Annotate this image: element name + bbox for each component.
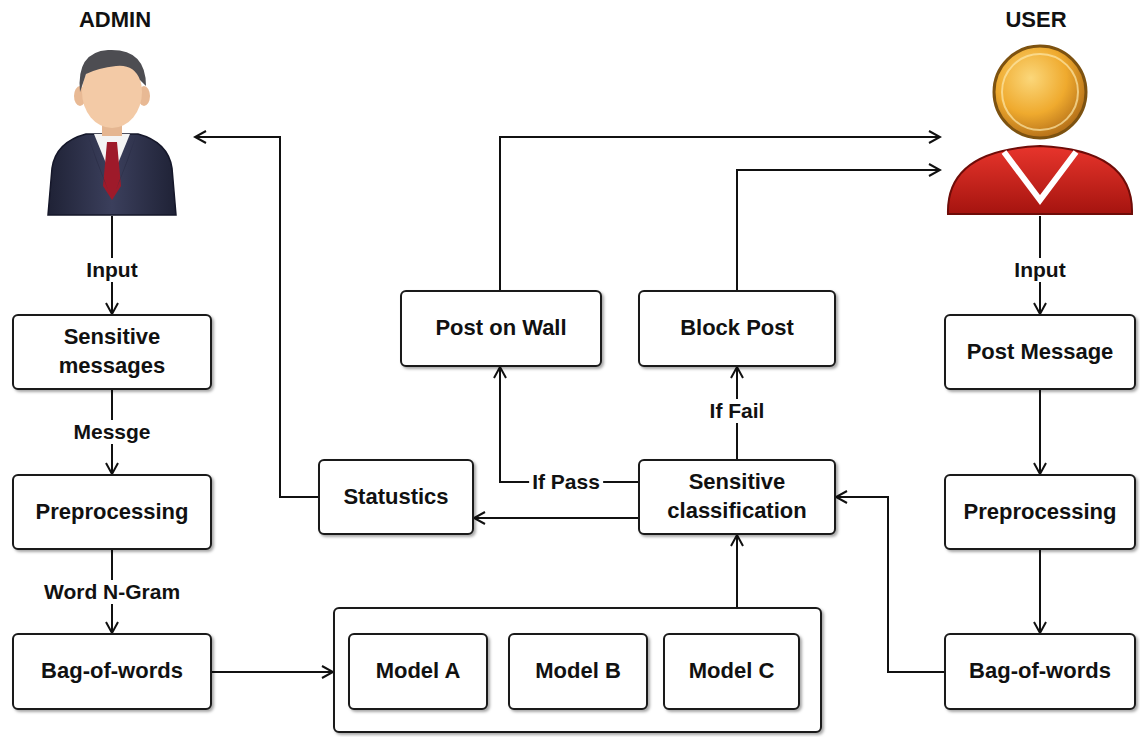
- action-box: Block Post: [638, 290, 836, 367]
- action-box: Post on Wall: [400, 290, 602, 367]
- box-label: Sensitive classification: [646, 468, 828, 525]
- box-label: Bag-of-words: [969, 657, 1111, 686]
- edge-label: If Pass: [529, 470, 603, 494]
- box-label: Bag-of-words: [41, 657, 183, 686]
- box-label: Model B: [535, 657, 621, 686]
- flow-arrow: [836, 497, 944, 672]
- flow-arrow: [737, 170, 940, 290]
- flow-arrow: [212, 671, 333, 673]
- box-label: Model A: [376, 657, 461, 686]
- process-box: Post Message: [944, 314, 1136, 390]
- flow-arrow: [1039, 390, 1041, 474]
- box-label: Post on Wall: [435, 314, 566, 343]
- box-label: Post Message: [967, 338, 1114, 367]
- model-box: Model C: [663, 633, 800, 710]
- actor-heading: ADMIN: [79, 6, 151, 35]
- edge-label: Input: [83, 258, 140, 282]
- box-label: Sensitive messages: [20, 323, 204, 380]
- user-icon: [948, 46, 1132, 214]
- admin-actor: ADMIN: [35, 6, 195, 216]
- process-box: Preprocessing: [12, 474, 212, 550]
- box-label: Preprocessing: [964, 498, 1117, 527]
- edge-label: Messge: [70, 420, 153, 444]
- model-group: Model A Model B Model C: [333, 607, 822, 733]
- model-box: Model A: [348, 633, 488, 710]
- edge-label: If Fail: [707, 399, 768, 423]
- box-label: Model C: [689, 657, 775, 686]
- edge-label: Word N-Gram: [41, 580, 183, 604]
- process-box: Bag-of-words: [12, 633, 212, 710]
- process-box: Preprocessing: [944, 474, 1136, 550]
- process-box: Statustics: [318, 459, 474, 535]
- box-label: Preprocessing: [36, 498, 189, 527]
- flow-arrow: [1039, 550, 1041, 633]
- flow-arrow: [500, 367, 638, 482]
- flow-arrow: [474, 517, 638, 519]
- model-box: Model B: [508, 633, 648, 710]
- actor-heading: USER: [1005, 6, 1066, 35]
- box-label: Statustics: [343, 483, 448, 512]
- flow-arrow: [195, 137, 318, 497]
- process-box: Bag-of-words: [944, 633, 1136, 710]
- edge-label: Input: [1011, 258, 1068, 282]
- decision-box: Sensitive classification: [638, 459, 836, 535]
- box-label: Block Post: [680, 314, 794, 343]
- flow-arrow: [500, 137, 940, 290]
- user-actor: USER: [940, 6, 1132, 216]
- flow-arrow: [736, 535, 738, 607]
- process-box: Sensitive messages: [12, 314, 212, 390]
- admin-icon: [48, 50, 176, 215]
